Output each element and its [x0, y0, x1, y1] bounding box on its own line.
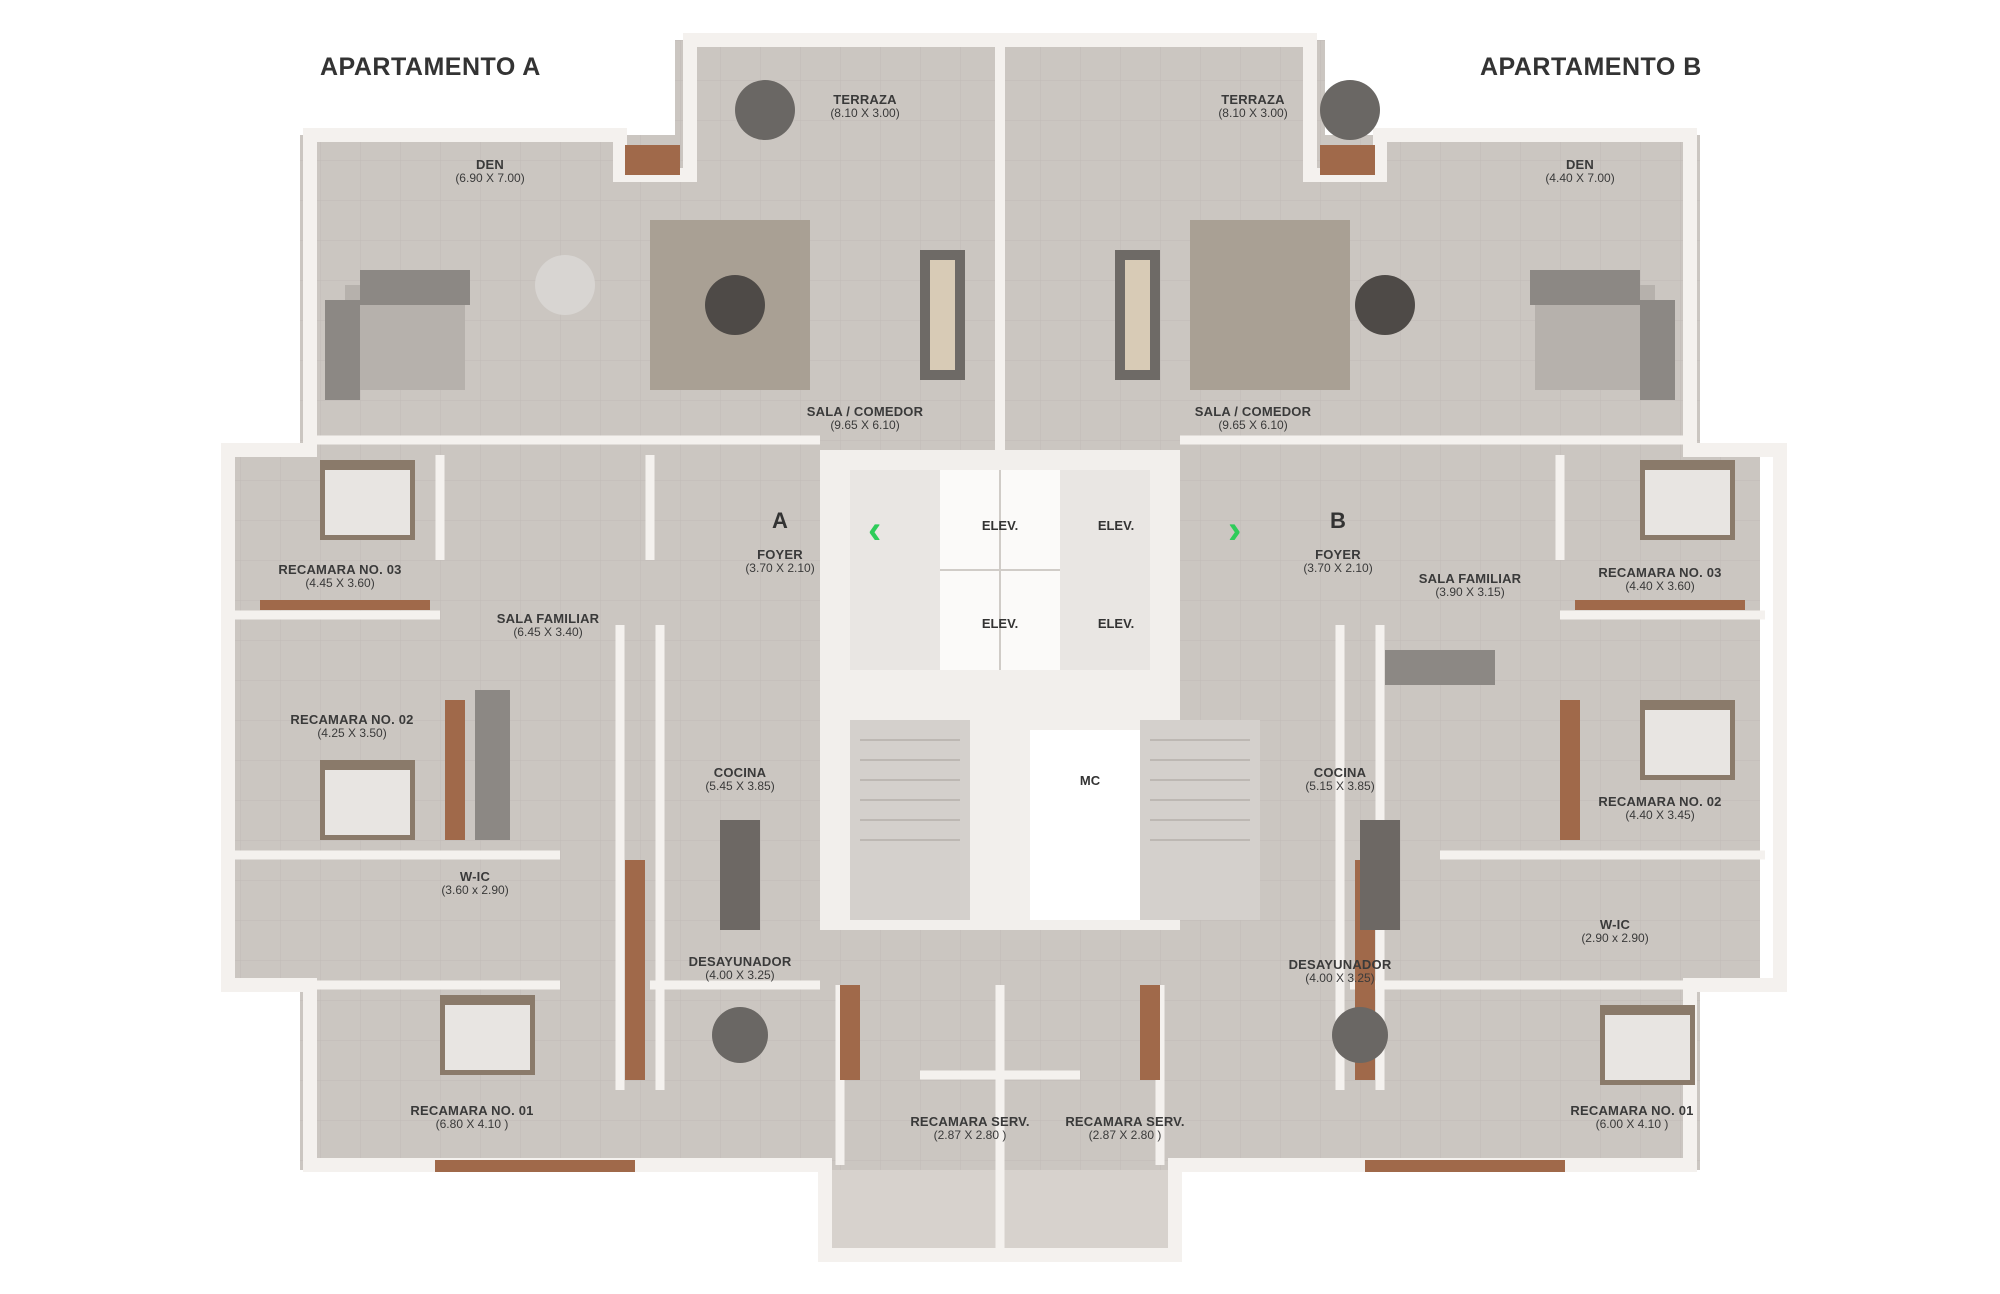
room-a-foyer: FOYER(3.70 X 2.10): [745, 548, 814, 574]
room-name: RECAMARA SERV.: [910, 1114, 1030, 1129]
room-b-recamara-03: RECAMARA NO. 03(4.40 X 3.60): [1598, 566, 1721, 592]
room-name: FOYER: [757, 547, 803, 562]
room-dims: (2.90 x 2.90): [1581, 930, 1649, 945]
room-dims: (3.90 X 3.15): [1435, 584, 1505, 599]
room-a-cocina: COCINA(5.45 X 3.85): [705, 766, 774, 792]
room-b-wic: W-IC(2.90 x 2.90): [1581, 918, 1648, 944]
room-dims: (2.87 X 2.80 ): [1088, 1127, 1162, 1142]
room-b-foyer: FOYER(3.70 X 2.10): [1303, 548, 1372, 574]
room-a-recamara-02: RECAMARA NO. 02(4.25 X 3.50): [290, 713, 413, 739]
sofas: [325, 270, 1675, 840]
room-dims: (8.10 X 3.00): [1218, 105, 1288, 120]
elevator-1-label: ELEV.: [981, 518, 1019, 533]
room-dims: (2.87 X 2.80 ): [933, 1127, 1007, 1142]
room-name: SALA / COMEDOR: [1194, 404, 1312, 419]
room-a-desayunador: DESAYUNADOR(4.00 X 3.25): [689, 955, 792, 981]
room-a-sala-comedor: SALA / COMEDOR(9.65 X 6.10): [807, 405, 923, 431]
room-a-den: DEN(6.90 X 7.00): [455, 158, 524, 184]
elevator-2-label: ELEV.: [1097, 518, 1135, 533]
room-name: SALA FAMILIAR: [1418, 571, 1522, 586]
room-dims: (4.40 X 7.00): [1545, 170, 1615, 185]
kitchen-islands: [720, 820, 1400, 930]
beds: [320, 460, 1735, 1085]
room-dims: (3.60 x 2.90): [441, 882, 509, 897]
room-b-sala-familiar: SALA FAMILIAR(3.90 X 3.15): [1419, 572, 1522, 598]
room-dims: (4.25 X 3.50): [317, 725, 387, 740]
room-name: RECAMARA NO. 03: [278, 562, 402, 577]
room-name: COCINA: [1313, 765, 1367, 780]
room-b-terraza: TERRAZA(8.10 X 3.00): [1218, 93, 1287, 119]
room-b-recamara-serv: RECAMARA SERV.(2.87 X 2.80 ): [1065, 1115, 1184, 1141]
room-dims: (9.65 X 6.10): [1218, 417, 1288, 432]
room-b-den: DEN(4.40 X 7.00): [1545, 158, 1614, 184]
room-name: TERRAZA: [1221, 92, 1285, 107]
mc-label: MC: [1079, 773, 1101, 788]
room-name: DEN: [475, 157, 505, 172]
room-name: FOYER: [1315, 547, 1361, 562]
room-dims: (6.90 X 7.00): [455, 170, 525, 185]
building-core: [820, 40, 1260, 930]
elevator-4-label: ELEV.: [1097, 616, 1135, 631]
room-name: SALA FAMILIAR: [496, 611, 600, 626]
apartment-a-letter: A: [772, 508, 788, 533]
room-dims: (5.45 X 3.85): [705, 778, 775, 793]
patio-tables: [535, 80, 1388, 1063]
room-name: RECAMARA NO. 02: [1598, 794, 1722, 809]
room-a-recamara-01: RECAMARA NO. 01(6.80 X 4.10 ): [410, 1104, 533, 1130]
room-dims: (4.00 X 3.25): [705, 967, 775, 982]
room-b-sala-comedor: SALA / COMEDOR(9.65 X 6.10): [1195, 405, 1311, 431]
room-name: DESAYUNADOR: [688, 954, 792, 969]
room-name: W-IC: [459, 869, 491, 884]
room-name: SALA / COMEDOR: [806, 404, 924, 419]
room-dims: (4.40 X 3.60): [1625, 578, 1695, 593]
dining-tables: [920, 250, 1160, 380]
room-name: W-IC: [1599, 917, 1631, 932]
elevator-3-label: ELEV.: [981, 616, 1019, 631]
room-a-sala-familiar: SALA FAMILIAR(6.45 X 3.40): [497, 612, 600, 638]
coffee-tables: [705, 275, 1415, 335]
room-dims: (4.40 X 3.45): [1625, 807, 1695, 822]
room-b-desayunador: DESAYUNADOR(4.00 X 3.25): [1289, 958, 1392, 984]
room-b-cocina: COCINA(5.15 X 3.85): [1305, 766, 1374, 792]
room-a-terraza: TERRAZA(8.10 X 3.00): [830, 93, 899, 119]
room-dims: (3.70 X 2.10): [1303, 560, 1373, 575]
entry-arrow-b-icon: ›: [1228, 508, 1242, 552]
room-a-recamara-serv: RECAMARA SERV.(2.87 X 2.80 ): [910, 1115, 1029, 1141]
room-b-recamara-02: RECAMARA NO. 02(4.40 X 3.45): [1598, 795, 1721, 821]
apartment-b-letter: B: [1330, 508, 1346, 533]
room-dims: (6.80 X 4.10 ): [435, 1116, 509, 1131]
room-name: DESAYUNADOR: [1288, 957, 1392, 972]
room-dims: (4.00 X 3.25): [1305, 970, 1375, 985]
room-dims: (8.10 X 3.00): [830, 105, 900, 120]
wood-casework: [260, 145, 1745, 1172]
room-dims: (3.70 X 2.10): [745, 560, 815, 575]
apartment-a-title: APARTAMENTO A: [320, 53, 541, 81]
room-dims: (6.00 X 4.10 ): [1595, 1116, 1669, 1131]
room-a-wic: W-IC(3.60 x 2.90): [441, 870, 508, 896]
room-dims: (6.45 X 3.40): [513, 624, 583, 639]
room-name: TERRAZA: [833, 92, 897, 107]
room-name: RECAMARA NO. 01: [1570, 1103, 1694, 1118]
room-name: RECAMARA SERV.: [1065, 1114, 1185, 1129]
room-name: DEN: [1565, 157, 1595, 172]
entry-arrow-a-icon: ‹: [868, 508, 882, 552]
room-b-recamara-01: RECAMARA NO. 01(6.00 X 4.10 ): [1570, 1104, 1693, 1130]
room-name: RECAMARA NO. 03: [1598, 565, 1722, 580]
room-name: RECAMARA NO. 02: [290, 712, 414, 727]
apartment-b-title: APARTAMENTO B: [1480, 53, 1702, 81]
room-name: COCINA: [713, 765, 767, 780]
room-dims: (9.65 X 6.10): [830, 417, 900, 432]
room-dims: (5.15 X 3.85): [1305, 778, 1375, 793]
room-dims: (4.45 X 3.60): [305, 575, 375, 590]
interior-walls: [235, 435, 1765, 1255]
room-a-recamara-03: RECAMARA NO. 03(4.45 X 3.60): [278, 563, 401, 589]
room-name: RECAMARA NO. 01: [410, 1103, 534, 1118]
